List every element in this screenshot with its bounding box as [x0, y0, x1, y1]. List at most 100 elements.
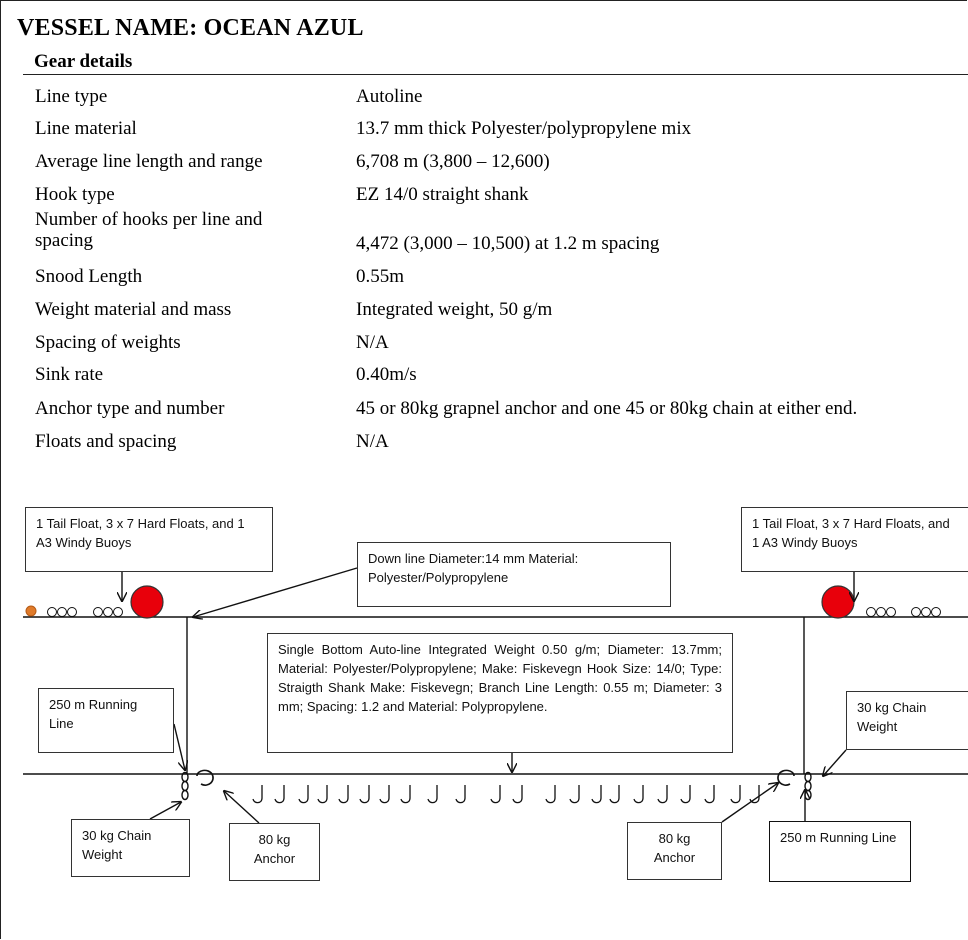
anchor-left-icon: [196, 769, 214, 786]
gear-label: Number of hooks per line and spacing: [35, 209, 262, 251]
gear-label: Hook type: [35, 184, 115, 205]
hook-icon: [633, 785, 644, 804]
gear-label: Floats and spacing: [35, 431, 177, 452]
running-line-label-right: 250 m Running Line: [769, 821, 911, 882]
gear-row: Line type Autoline: [1, 86, 968, 114]
gear-label-line-1: Number of hooks per line and: [35, 209, 263, 230]
hook-icon: [252, 785, 263, 804]
hard-float-icon: [911, 607, 921, 617]
hook-icon: [569, 785, 580, 804]
gear-row: Spacing of weights N/A: [1, 332, 968, 360]
hook-icon: [317, 785, 328, 804]
chain-weight-right-icon: [804, 771, 812, 801]
gear-row: Number of hooks per line and spacing 4,4…: [1, 209, 968, 259]
hook-icon: [591, 785, 602, 804]
gear-label: Anchor type and number: [35, 398, 225, 419]
gear-label: Sink rate: [35, 364, 104, 385]
hard-float-icon: [113, 607, 123, 617]
gear-row: Anchor type and number 45 or 80kg grapne…: [1, 398, 968, 426]
hook-icon: [657, 785, 668, 804]
hook-icon: [545, 785, 556, 804]
anchor-label-left: 80 kg Anchor: [229, 823, 320, 881]
floats-label-left: 1 Tail Float, 3 x 7 Hard Floats, and 1 A…: [25, 507, 273, 572]
arrow-anchor-left: [224, 791, 260, 824]
gear-value: 13.7 mm thick Polyester/polypropylene mi…: [356, 118, 692, 139]
tail-float-icon: [25, 605, 37, 617]
hook-icon: [379, 785, 390, 804]
gear-label: Average line length and range: [35, 151, 263, 172]
hard-float-icon: [876, 607, 886, 617]
hook-icon: [490, 785, 501, 804]
arrow-anchor-right: [721, 783, 778, 823]
hook-icon: [704, 785, 715, 804]
hard-float-icon: [47, 607, 57, 617]
gear-label: Spacing of weights: [35, 332, 181, 353]
arrow-chain-right: [823, 749, 847, 776]
hard-float-icon: [886, 607, 896, 617]
gear-value: 45 or 80kg grapnel anchor and one 45 or …: [356, 398, 858, 419]
gear-row: Average line length and range 6,708 m (3…: [1, 151, 968, 179]
main-line-label: Single Bottom Auto-line Integrated Weigh…: [267, 633, 733, 753]
gear-row: Floats and spacing N/A: [1, 431, 968, 459]
chain-weight-label-right: 30 kg Chain Weight: [846, 691, 968, 750]
gear-row: Snood Length 0.55m: [1, 266, 968, 294]
hook-icon: [455, 785, 466, 804]
gear-value: N/A: [356, 431, 389, 452]
hook-icon: [400, 785, 411, 804]
gear-row: Line material 13.7 mm thick Polyester/po…: [1, 118, 968, 146]
chain-weight-label-left: 30 kg Chain Weight: [71, 819, 190, 877]
arrow-down-line: [193, 567, 358, 617]
hook-icon: [274, 785, 285, 804]
section-title: Gear details: [34, 51, 133, 72]
gear-row: Sink rate 0.40m/s: [1, 364, 968, 392]
gear-value: EZ 14/0 straight shank: [356, 184, 529, 205]
hard-float-icon: [93, 607, 103, 617]
gear-label: Line material: [35, 118, 137, 139]
windy-buoy-icon: [130, 585, 164, 619]
chain-weight-left-icon: [181, 771, 189, 801]
hard-float-icon: [103, 607, 113, 617]
hook-icon: [680, 785, 691, 804]
windy-buoy-icon: [821, 585, 855, 619]
down-line-label: Down line Diameter:14 mm Material: Polye…: [357, 542, 671, 607]
running-line-label-left: 250 m Running Line: [38, 688, 174, 753]
hard-float-icon: [866, 607, 876, 617]
gear-value: 0.55m: [356, 266, 405, 287]
gear-row: Weight material and mass Integrated weig…: [1, 299, 968, 327]
hard-float-icon: [921, 607, 931, 617]
hook-icon: [512, 785, 523, 804]
hook-row: [252, 785, 760, 804]
section-divider: [23, 74, 968, 75]
hard-float-icon: [931, 607, 941, 617]
anchor-label-right: 80 kg Anchor: [627, 822, 722, 880]
gear-value: Integrated weight, 50 g/m: [356, 299, 553, 320]
float-group-left: [25, 585, 164, 619]
anchor-right-icon: [777, 769, 795, 786]
hook-icon: [338, 785, 349, 804]
gear-label: Weight material and mass: [35, 299, 232, 320]
vessel-title: VESSEL NAME: OCEAN AZUL: [17, 15, 364, 41]
hook-icon: [427, 785, 438, 804]
gear-value: N/A: [356, 332, 389, 353]
gear-label-line-2: spacing: [35, 230, 94, 251]
hook-icon: [359, 785, 370, 804]
gear-label: Line type: [35, 86, 108, 107]
hard-float-icon: [57, 607, 67, 617]
gear-value: Autoline: [356, 86, 423, 107]
hook-icon: [730, 785, 741, 804]
arrow-running-line-left: [173, 723, 185, 770]
arrow-chain-left: [149, 802, 181, 820]
hook-icon: [749, 785, 760, 804]
hook-icon: [298, 785, 309, 804]
gear-label: Snood Length: [35, 266, 143, 287]
gear-row: Hook type EZ 14/0 straight shank: [1, 184, 968, 212]
gear-value: 6,708 m (3,800 – 12,600): [356, 151, 550, 172]
hard-float-icon: [67, 607, 77, 617]
gear-value: 4,472 (3,000 – 10,500) at 1.2 m spacing: [356, 233, 660, 254]
gear-value: 0.40m/s: [356, 364, 417, 385]
floats-label-right: 1 Tail Float, 3 x 7 Hard Floats, and 1 A…: [741, 507, 968, 572]
hook-icon: [609, 785, 620, 804]
float-group-right: [821, 585, 941, 619]
